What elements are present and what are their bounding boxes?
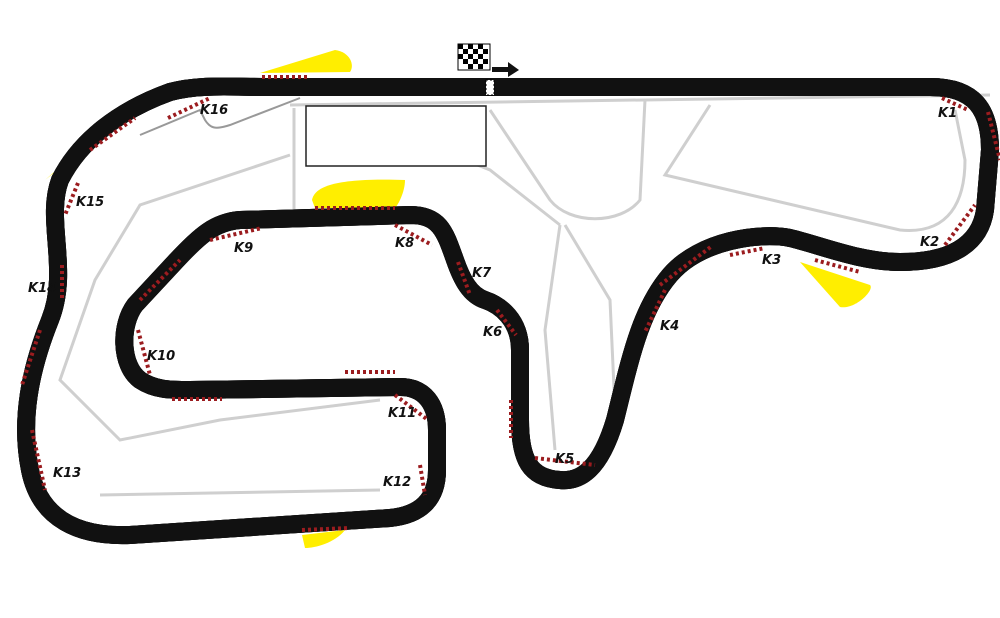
corner-label-k15: K15: [76, 195, 104, 210]
service-road: [543, 224, 562, 451]
circuit: [26, 86, 999, 535]
corner-label-k5: K5: [555, 452, 574, 467]
kerb: [534, 456, 596, 467]
kerbs: [20, 75, 1000, 532]
service-road: [488, 99, 647, 221]
corner-label-k8: K8: [395, 236, 414, 251]
gravel-trap: [800, 262, 871, 308]
start-finish-line: [485, 79, 495, 96]
gravel-trap: [260, 50, 352, 73]
corner-label-k16: K16: [200, 103, 228, 118]
corner-label-k11: K11: [388, 406, 416, 421]
corner-labels: K1 K2 K3 K4 K5 K6 K7 K8 K9 K10 K11 K12 K…: [28, 103, 957, 490]
kerb: [643, 289, 667, 333]
service-road: [289, 93, 991, 107]
kerb: [495, 308, 518, 337]
kerb: [30, 429, 47, 491]
corner-label-k10: K10: [147, 349, 175, 364]
kerb: [393, 393, 430, 422]
service-road: [99, 488, 381, 497]
corner-label-k3: K3: [762, 253, 781, 268]
service-road: [139, 97, 301, 136]
kerb: [418, 464, 427, 496]
gravel-trap: [302, 530, 345, 548]
arrow-right-icon: [492, 62, 519, 77]
kerb: [941, 96, 969, 112]
corner-label-k6: K6: [483, 325, 502, 340]
racing-line: [26, 86, 990, 535]
service-road: [563, 224, 617, 411]
kerb: [20, 329, 42, 386]
kerb: [136, 329, 152, 376]
kerb: [167, 96, 211, 120]
corner-label-k2: K2: [920, 235, 939, 250]
corner-label-k9: K9: [234, 241, 253, 256]
checkered-flag-icon: [457, 43, 491, 71]
corner-label-k14: K14: [28, 281, 56, 296]
corner-label-k1: K1: [938, 106, 957, 121]
kerb: [394, 223, 433, 247]
gravel-trap: [312, 179, 405, 208]
kerb: [943, 203, 977, 247]
kerb: [658, 244, 714, 287]
pit-building: [305, 105, 487, 167]
corner-label-k7: K7: [472, 266, 492, 281]
corner-label-k4: K4: [660, 319, 679, 334]
kerb: [209, 226, 263, 242]
corner-label-k12: K12: [383, 475, 411, 490]
kerb: [814, 258, 861, 274]
service-road: [662, 104, 967, 232]
kerb: [986, 111, 1000, 161]
kerb: [301, 526, 351, 532]
corner-label-k13: K13: [53, 466, 81, 481]
service-road: [58, 153, 381, 442]
